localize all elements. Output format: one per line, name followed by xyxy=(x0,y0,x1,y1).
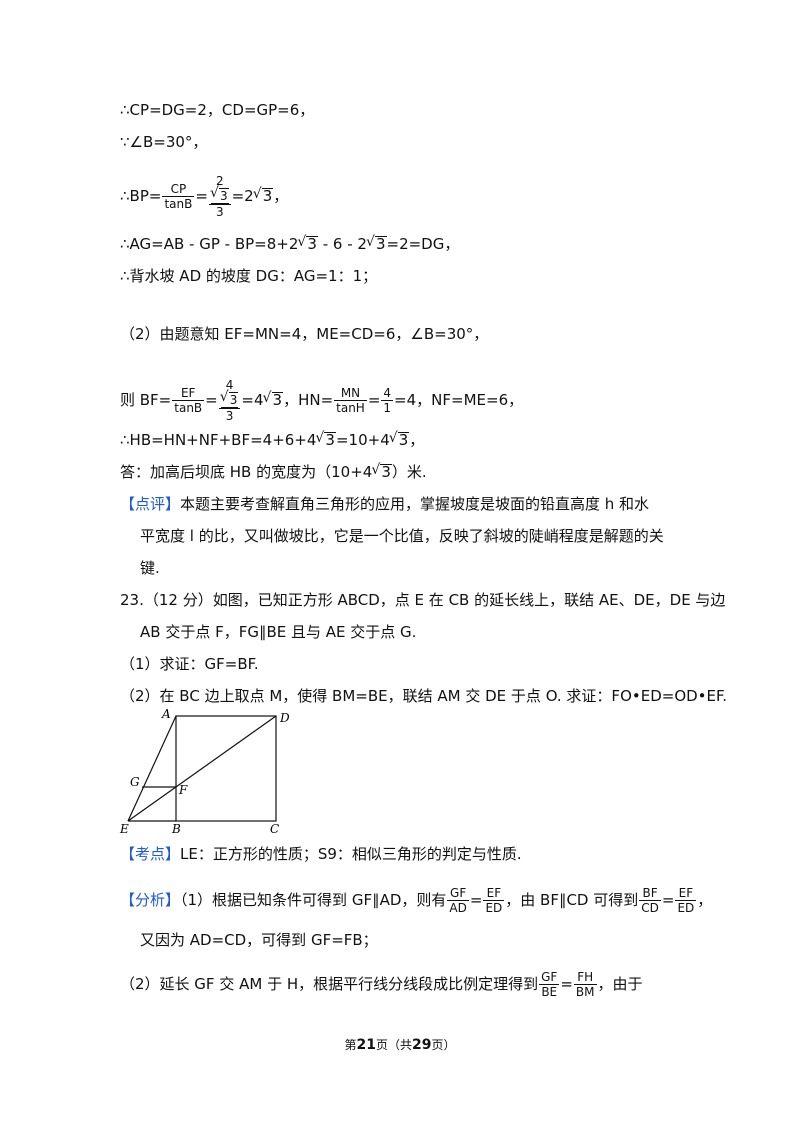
comment-tag: 【点评】 xyxy=(120,495,181,513)
line-answer: 答：加高后坝底 HB 的宽度为（10+43）米. xyxy=(120,460,427,482)
line-angle-b: ∵∠B=30°， xyxy=(120,133,208,151)
label-f: F xyxy=(178,783,188,797)
q23-line-4: （2）在 BC 边上取点 M，使得 BM=BE，联结 AM 交 DE 于点 O.… xyxy=(120,687,727,705)
fraction-2-over-root3-3: 233 xyxy=(208,174,231,219)
q23-line-3: （1）求证：GF=BF. xyxy=(120,655,259,673)
kaodian-line: 【考点】LE：正方形的性质；S9：相似三角形的判定与性质. xyxy=(120,845,522,863)
line-bf-hn: 则 BF=EFtanB=433=43，HN=MNtanH=41=4，NF=ME=… xyxy=(120,378,523,423)
line-ag: ∴AG=AB - GP - BP=8+23 - 6 - 23=2=DG， xyxy=(120,232,459,254)
line-slope: ∴背水坡 AD 的坡度 DG：AG=1：1； xyxy=(120,267,378,285)
comment-line-3: 键. xyxy=(140,559,160,577)
q23-line-1: 23.（12 分）如图，已知正方形 ABCD，点 E 在 CB 的延长线上，联结… xyxy=(120,591,726,609)
label-d: D xyxy=(279,711,290,725)
label-b: B xyxy=(171,822,181,836)
page-total: 29 xyxy=(412,1037,432,1053)
comment-line-2: 平宽度 l 的比，又叫做坡比，它是一个比值，反映了斜坡的陡峭程度是解题的关 xyxy=(140,527,664,545)
page-footer: 第21页（共29页） xyxy=(344,1037,456,1053)
comment-line-1: 【点评】本题主要考查解直角三角形的应用，掌握坡度是坡面的铅直高度 h 和水 xyxy=(120,495,650,513)
square-figure: A D G F E B C xyxy=(119,707,290,836)
label-c: C xyxy=(270,822,279,836)
q23-line-2: AB 交于点 F，FG∥BE 且与 AE 交于点 G. xyxy=(140,623,417,641)
label-a: A xyxy=(161,707,171,721)
line-cp-dg: ∴CP=DG=2，CD=GP=6， xyxy=(120,101,315,119)
fenxi-tag: 【分析】 xyxy=(120,891,181,909)
kaodian-tag: 【考点】 xyxy=(120,845,181,863)
line-part2-given: （2）由题意知 EF=MN=4，ME=CD=6，∠B=30°， xyxy=(120,325,489,343)
segment-ea xyxy=(127,715,177,822)
square-abcd xyxy=(175,715,277,822)
line-hb: ∴HB=HN+NF+BF=4+6+43=10+43， xyxy=(120,428,424,450)
segment-ed xyxy=(127,715,277,822)
label-g: G xyxy=(130,775,140,789)
label-e: E xyxy=(119,822,129,836)
fenxi-line-2: 又因为 AD=CD，可得到 GF=FB； xyxy=(140,931,378,949)
page-number: 21 xyxy=(356,1037,376,1053)
